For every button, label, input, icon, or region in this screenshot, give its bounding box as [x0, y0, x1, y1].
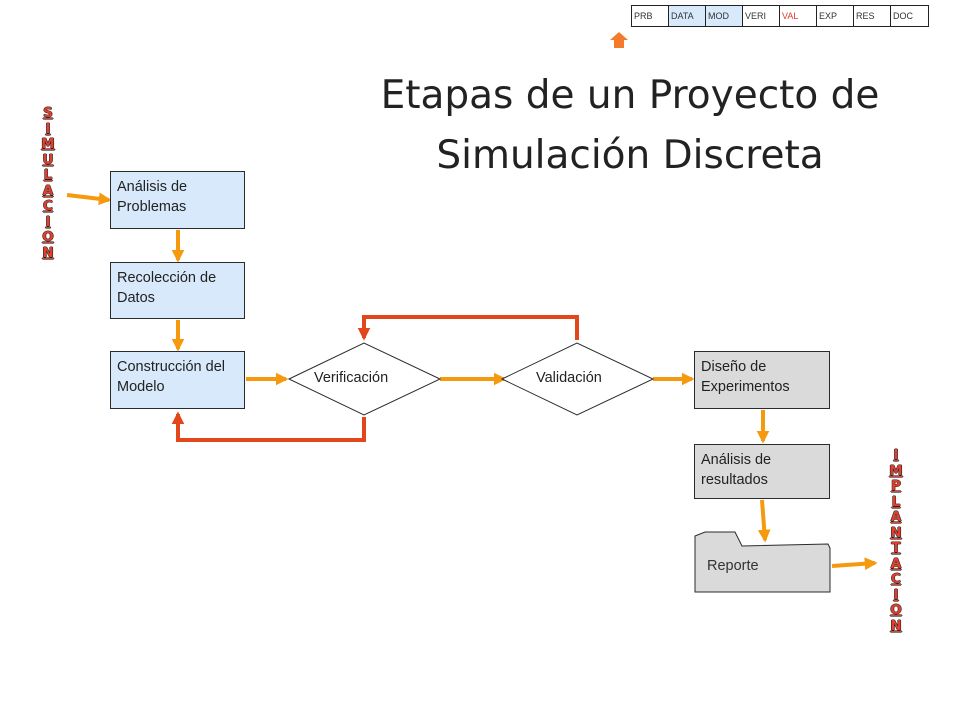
simulacion-letter: O — [42, 229, 54, 245]
arrow-resultados-to-reporte — [757, 499, 771, 543]
feedback-validacion-to-verificacion — [357, 315, 579, 341]
tab-val[interactable]: VAL — [780, 6, 817, 26]
stage-tabs: PRB DATA MOD VERI VAL EXP RES DOC — [631, 5, 929, 27]
box-diseno-experimentos-label: Diseño de Experimentos — [701, 359, 790, 395]
simulacion-letter: U — [42, 151, 54, 168]
verificacion-label: Verificación — [314, 370, 389, 386]
implantacion-letter: N — [890, 524, 902, 541]
tab-veri[interactable]: VERI — [743, 6, 780, 26]
box-diseno-experimentos: Diseño de Experimentos — [694, 351, 830, 409]
box-construccion-modelo: Construcción del Modelo — [110, 351, 245, 409]
simulacion-letter: L — [43, 167, 53, 183]
feedback-verificacion-to-construccion — [171, 411, 366, 442]
validacion-diamond — [500, 342, 655, 416]
implantacion-letter: C — [891, 571, 901, 587]
box-construccion-modelo-label: Construcción del Modelo — [117, 359, 225, 395]
implantacion-letter: N — [890, 617, 902, 634]
box-recoleccion-datos: Recolección de Datos — [110, 262, 245, 319]
verificacion-diamond — [287, 342, 442, 416]
implantacion-letter: I — [893, 586, 899, 603]
implantacion-letter: P — [891, 478, 901, 494]
simulacion-letter: I — [45, 213, 51, 230]
box-analisis-problemas: Análisis de Problemas — [110, 171, 245, 229]
title-line-1: Etapas de un Proyecto de — [380, 73, 880, 118]
implantacion-letter: O — [890, 602, 902, 618]
simulacion-letter: I — [45, 120, 51, 137]
tab-prb[interactable]: PRB — [632, 6, 669, 26]
tab-res[interactable]: RES — [854, 6, 891, 26]
implantacion-letter: L — [891, 493, 901, 510]
tab-doc[interactable]: DOC — [891, 6, 928, 26]
validacion-label: Validación — [536, 370, 602, 386]
arrow-into-analisis — [66, 192, 112, 206]
simulacion-letter: C — [43, 198, 53, 214]
simulacion-letter: S — [43, 105, 53, 121]
home-arrow-icon[interactable] — [608, 31, 630, 49]
arrow-reporte-out — [831, 557, 878, 571]
box-analisis-problemas-label: Análisis de Problemas — [117, 179, 188, 215]
simulacion-letter: A — [42, 182, 54, 199]
simulacion-letter: N — [42, 244, 54, 261]
tab-exp[interactable]: EXP — [817, 6, 854, 26]
box-recoleccion-datos-label: Recolección de Datos — [117, 270, 217, 306]
box-analisis-resultados: Análisis de resultados — [694, 444, 830, 499]
simulacion-letter: M — [41, 136, 55, 152]
tab-data[interactable]: DATA — [669, 6, 706, 26]
title-line-2: Simulación Discreta — [436, 133, 824, 178]
reporte-label: Reporte — [707, 558, 759, 574]
box-analisis-resultados-label: Análisis de resultados — [701, 452, 772, 488]
page-title: Etapas de un Proyecto de Simulación Disc… — [330, 66, 930, 186]
reporte-folder-shape — [694, 531, 831, 593]
implantacion-letter: A — [890, 509, 902, 525]
implantacion-letter: T — [891, 540, 901, 556]
implantacion-letter: M — [889, 462, 903, 479]
tab-mod[interactable]: MOD — [706, 6, 743, 26]
implantacion-letter: A — [890, 555, 902, 572]
implantacion-letter: I — [893, 447, 899, 463]
